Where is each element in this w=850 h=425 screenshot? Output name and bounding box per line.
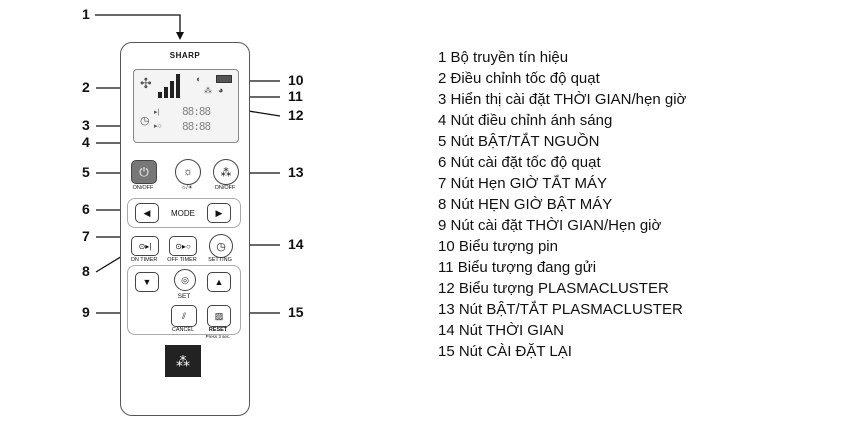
callout-3: 3 [82,117,90,133]
legend-item: 4 Nút điều chỉnh ánh sáng [438,112,613,129]
remote-control: SHARP ✣ ◐ ⁂ ◕ ◷ ▸| ▸○ 88:88 88:88 ⏻ ON/O… [120,42,250,416]
time-display-1: 88:88 [182,105,211,118]
legend-item: 7 Nút Hẹn GIỜ TẮT MÁY [438,175,608,192]
legend-item: 3 Hiển thị cài đặt THỜI GIAN/hẹn giờ [438,91,687,108]
reset-button[interactable]: ▨ [207,305,231,327]
fan-icon: ✣ [140,75,152,91]
light-label: ☼/☀ [181,185,193,191]
setting-label: SETTING [208,257,232,263]
callout-14: 14 [288,236,304,252]
callout-2: 2 [82,79,90,95]
off-timer-label: OFF TIMER [167,257,197,263]
legend-item: 5 Nút BẬT/TẮT NGUỒN [438,133,600,150]
legend-item: 11 Biểu tượng đang gửi [438,259,597,276]
time-button[interactable]: ◷ [209,234,233,258]
legend-item: 8 Nút HẸN GIỜ BẬT MÁY [438,196,613,213]
reset-label: RESET [208,327,228,333]
legend-item: 14 Nút THỜI GIAN [438,322,564,339]
callout-4: 4 [82,134,90,150]
light-button[interactable]: ☼ [175,159,201,185]
cancel-label: CANCEL [171,327,195,333]
timer-on-icon: ▸| [154,109,160,116]
legend-item: 2 Điều chỉnh tốc độ quạt [438,70,600,87]
set-group [127,265,241,335]
mode-left-button[interactable]: ◀ [135,203,159,223]
plasmacluster-label: ON/OFF [214,185,236,191]
on-timer-button[interactable]: ⊙▸| [131,236,159,256]
callout-11: 11 [288,88,303,104]
mode-group [127,198,241,228]
callout-12: 12 [288,107,304,123]
legend-item: 13 Nút BẬT/TẮT PLASMACLUSTER [438,301,683,318]
plasmacluster-icon: ⁂ [204,86,212,95]
legend: 1 Bộ truyền tín hiệu 2 Điều chỉnh tốc độ… [438,47,686,362]
callout-15: 15 [288,304,304,320]
brand-logo: SHARP [169,51,201,60]
clock-icon: ◷ [140,115,150,127]
legend-item: 6 Nút cài đặt tốc độ quạt [438,154,601,171]
lcd-display: ✣ ◐ ⁂ ◕ ◷ ▸| ▸○ 88:88 88:88 [133,69,239,143]
plasmacluster-logo: ⁂ [165,345,201,377]
legend-item: 12 Biểu tượng PLASMACLUSTER [438,280,669,297]
mode-right-button[interactable]: ▶ [207,203,231,223]
legend-item: 15 Nút CÀI ĐẶT LẠI [438,343,572,360]
callout-1: 1 [82,6,90,22]
battery-icon [216,75,232,83]
legend-item: 1 Bộ truyền tín hiệu [438,49,569,66]
callout-6: 6 [82,201,90,217]
down-button[interactable]: ▼ [135,272,159,292]
on-timer-label: ON TIMER [130,257,158,263]
plasmacluster-button[interactable]: ⁂ [213,159,239,185]
timer-off-icon: ▸○ [154,123,162,130]
callout-13: 13 [288,164,304,180]
mode-label: MODE [171,209,195,218]
off-timer-button[interactable]: ⊙▸○ [169,236,197,256]
up-button[interactable]: ▲ [207,272,231,292]
legend-item: 9 Nút cài đặt THỜI GIAN/Hẹn giờ [438,217,662,234]
legend-item: 10 Biểu tượng pin [438,238,558,255]
cancel-button[interactable]: ⫽ [171,305,197,327]
reset-sublabel: Press 3 sec. [205,334,231,339]
callout-7: 7 [82,228,90,244]
callout-8: 8 [82,263,90,279]
callout-9: 9 [82,304,90,320]
power-label: ON/OFF [132,185,154,191]
callout-5: 5 [82,164,90,180]
power-button[interactable]: ⏻ [131,160,157,184]
set-button[interactable]: ◎ [174,269,196,291]
fan-speed-bars [158,74,184,98]
set-label: SET [177,293,191,300]
time-display-2: 88:88 [182,120,211,133]
sending-icon: ◕ [218,85,224,95]
light-mode-icon: ◐ [196,74,202,84]
callout-10: 10 [288,72,304,88]
